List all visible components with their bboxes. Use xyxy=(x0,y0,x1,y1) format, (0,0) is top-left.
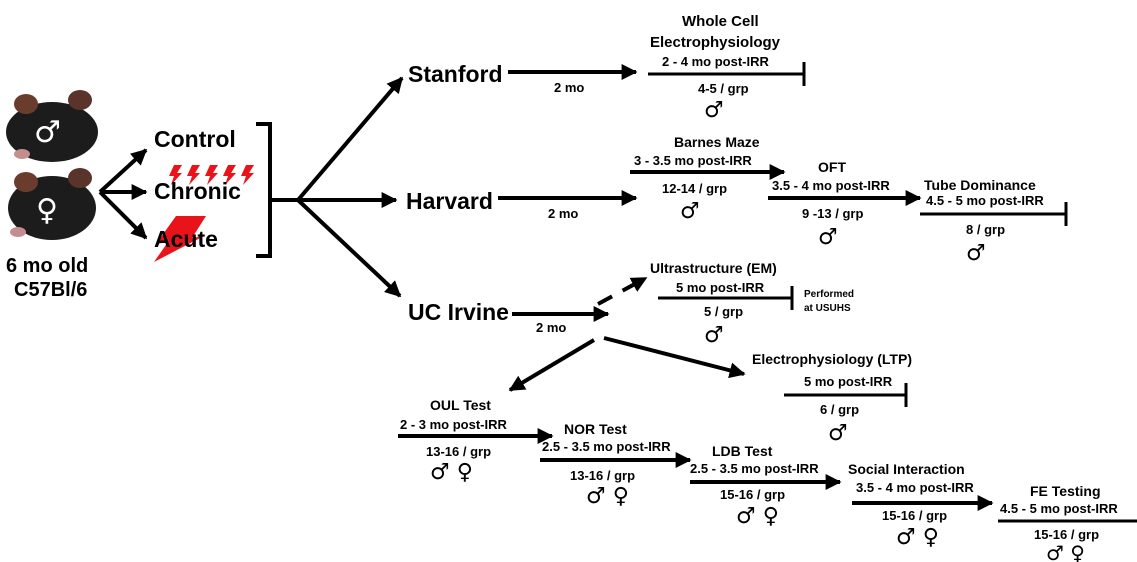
fe-timing: 4.5 - 5 mo post-IRR xyxy=(1000,501,1118,516)
em-title: Ultrastructure (EM) xyxy=(650,260,777,276)
em-timing: 5 mo post-IRR xyxy=(676,280,765,295)
ucirvine-delay-label: 2 mo xyxy=(536,320,566,335)
ldb-n: 15-16 / grp xyxy=(720,487,785,502)
fe-title: FE Testing xyxy=(1030,483,1101,499)
ldb-title: LDB Test xyxy=(712,443,773,459)
acute-lightning-icon xyxy=(154,216,206,262)
em-sex: ♂ xyxy=(704,323,724,348)
female-symbol-on-mouse: ♀ xyxy=(36,193,58,228)
wholecell-title-1: Whole Cell xyxy=(682,13,759,30)
harvard-delay-label: 2 mo xyxy=(548,206,578,221)
oft-n: 9 -13 / grp xyxy=(802,206,863,221)
barnes-sex: ♂ xyxy=(680,199,700,224)
wholecell-title-2: Electrophysiology xyxy=(650,34,781,51)
fe-sex: ♂ ♀ xyxy=(1046,541,1085,562)
stanford-delay-label: 2 mo xyxy=(554,80,584,95)
fe-n: 15-16 / grp xyxy=(1034,527,1099,542)
group-chronic: Chronic xyxy=(154,178,241,204)
wholecell-timing: 2 - 4 mo post-IRR xyxy=(662,54,770,69)
wholecell-n: 4-5 / grp xyxy=(698,81,749,96)
arrow-to-ltp xyxy=(603,336,746,379)
arrow-to-em xyxy=(597,276,648,306)
tube-n: 8 / grp xyxy=(966,222,1005,237)
em-n: 5 / grp xyxy=(704,304,743,319)
arrow-to-acute xyxy=(98,190,148,240)
nor-title: NOR Test xyxy=(564,421,627,437)
barnes-n: 12-14 / grp xyxy=(662,181,727,196)
tube-title: Tube Dominance xyxy=(924,177,1036,193)
ltp-title: Electrophysiology (LTP) xyxy=(752,351,912,367)
em-note-1: Performed xyxy=(804,289,854,300)
nor-sex: ♂ ♀ xyxy=(586,484,629,509)
ltp-sex: ♂ xyxy=(828,421,848,446)
arrow-to-control xyxy=(98,148,148,194)
oul-n: 13-16 / grp xyxy=(426,444,491,459)
oft-title: OFT xyxy=(818,159,846,175)
oft-sex: ♂ xyxy=(818,225,838,250)
mouse-age-label: 6 mo old xyxy=(6,255,88,277)
nor-n: 13-16 / grp xyxy=(570,468,635,483)
group-acute: Acute xyxy=(154,226,218,252)
oul-sex: ♂ ♀ xyxy=(430,460,473,485)
site-ucirvine: UC Irvine xyxy=(408,299,509,325)
barnes-timing: 3 - 3.5 mo post-IRR xyxy=(634,153,752,168)
mouse-strain-label: C57Bl/6 xyxy=(14,279,87,301)
oft-timing: 3.5 - 4 mo post-IRR xyxy=(772,178,890,193)
site-harvard: Harvard xyxy=(406,188,493,214)
arrow-to-ucirvine xyxy=(296,198,402,298)
social-title: Social Interaction xyxy=(848,461,965,477)
arrow-to-stanford xyxy=(296,76,404,202)
ldb-sex: ♂ ♀ xyxy=(736,504,779,529)
em-note-2: at USUHS xyxy=(804,303,851,314)
wholecell-sex: ♂ xyxy=(704,98,724,123)
ltp-timing: 5 mo post-IRR xyxy=(804,374,893,389)
site-stanford: Stanford xyxy=(408,61,503,87)
arrow-to-oul xyxy=(508,338,596,392)
male-symbol-on-mouse: ♂ xyxy=(34,115,61,150)
groups-bracket xyxy=(256,122,272,258)
barnes-title: Barnes Maze xyxy=(674,134,760,150)
male-mouse-image: ♂ xyxy=(6,90,98,162)
oul-title: OUL Test xyxy=(430,397,491,413)
social-timing: 3.5 - 4 mo post-IRR xyxy=(856,480,974,495)
tube-timing: 4.5 - 5 mo post-IRR xyxy=(926,193,1044,208)
ldb-timing: 2.5 - 3.5 mo post-IRR xyxy=(690,461,819,476)
oul-timing: 2 - 3 mo post-IRR xyxy=(400,417,508,432)
tube-sex: ♂ xyxy=(966,241,986,266)
social-n: 15-16 / grp xyxy=(882,508,947,523)
social-sex: ♂ ♀ xyxy=(896,525,939,550)
nor-timing: 2.5 - 3.5 mo post-IRR xyxy=(542,439,671,454)
female-mouse-image: ♀ xyxy=(8,168,96,240)
group-control: Control xyxy=(154,126,236,152)
ltp-n: 6 / grp xyxy=(820,402,859,417)
